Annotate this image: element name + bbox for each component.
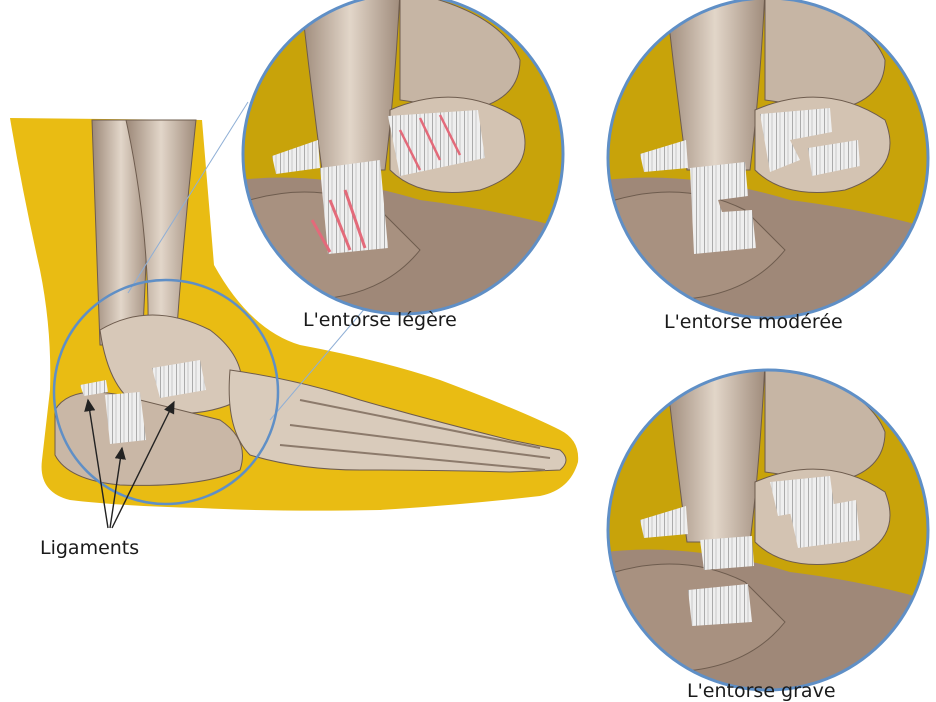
mild-sprain-caption: L'entorse légère — [303, 309, 457, 331]
moderate-sprain-caption: L'entorse modérée — [664, 311, 843, 333]
severe-sprain-caption: L'entorse grave — [687, 680, 836, 702]
severe-sprain-zoom — [605, 362, 935, 700]
mild-sprain-zoom — [240, 0, 570, 330]
ligaments-label: Ligaments — [40, 537, 139, 559]
moderate-sprain-zoom — [605, 0, 935, 330]
